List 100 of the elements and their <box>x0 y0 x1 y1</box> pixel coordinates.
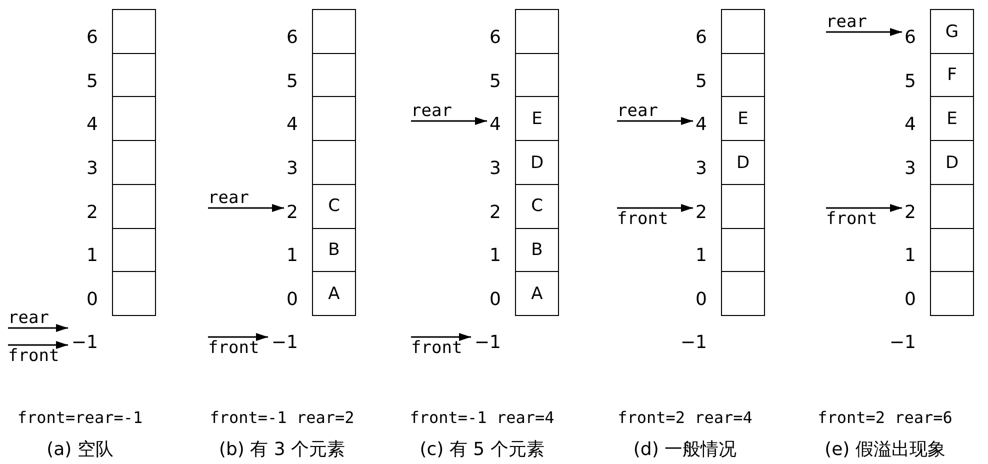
queue-cell <box>112 271 156 316</box>
index-number: 6 <box>696 26 707 49</box>
queue-cell: A <box>312 271 356 316</box>
queue-cell: D <box>930 140 974 186</box>
queue-cell: E <box>515 96 559 142</box>
queue-cell <box>721 271 765 316</box>
queue-cell <box>112 9 156 54</box>
arrow <box>208 333 268 341</box>
index-number: −1 <box>474 325 501 361</box>
queue-cell: B <box>312 228 356 273</box>
arrow <box>8 324 68 332</box>
index-number: 4 <box>904 114 916 136</box>
queue-cell <box>112 96 156 142</box>
queue-cell: E <box>721 96 765 142</box>
arrow <box>8 341 68 349</box>
caption: (e) 假溢出现象 <box>824 439 946 461</box>
index-number: 3 <box>490 158 501 180</box>
index-number: 1 <box>904 245 916 268</box>
queue-cell <box>930 228 974 273</box>
index-number: 2 <box>490 202 501 224</box>
queue-cell: C <box>515 184 559 229</box>
queue-cell <box>721 52 765 98</box>
pointer-label: front <box>617 209 668 229</box>
state-text: front=2 rear=6 <box>816 407 954 429</box>
caption: (c) 有 5 个元素 <box>418 439 546 461</box>
arrow <box>617 204 693 212</box>
index-number: 1 <box>86 245 98 268</box>
index-number: −1 <box>889 325 916 361</box>
index-number: 0 <box>696 289 707 312</box>
index-number: 6 <box>490 26 501 49</box>
index-number: 1 <box>696 245 707 268</box>
queue-cell <box>112 52 156 98</box>
index-number: 2 <box>86 202 98 224</box>
index-number: 5 <box>286 70 298 93</box>
index-number: 3 <box>904 158 916 180</box>
index-number: 6 <box>904 26 916 49</box>
queue-cell <box>312 96 356 142</box>
queue-cell <box>930 271 974 316</box>
queue-cell <box>721 228 765 273</box>
pointer-label: rear <box>826 12 867 32</box>
queue-cell: D <box>515 140 559 186</box>
index-number: 1 <box>286 245 298 268</box>
index-number: 5 <box>904 70 916 93</box>
index-number: 4 <box>490 114 501 136</box>
pointer-label: rear <box>617 101 658 121</box>
index-number: 3 <box>696 158 707 180</box>
arrow <box>617 117 693 125</box>
pointer-label: front <box>826 209 878 229</box>
queue-cell <box>312 52 356 98</box>
pointer-label: front <box>8 346 60 366</box>
index-number: 2 <box>904 202 916 224</box>
pointer-label: front <box>208 338 260 358</box>
arrow <box>208 204 284 212</box>
index-number: 0 <box>904 289 916 312</box>
index-number: −1 <box>271 325 298 361</box>
state-text: front=-1 rear=2 <box>208 407 356 429</box>
arrow <box>826 204 902 212</box>
queue-cell <box>721 9 765 54</box>
state-text: front=2 rear=4 <box>616 407 754 429</box>
index-number: 3 <box>86 158 98 180</box>
pointer-label: rear <box>208 188 249 208</box>
index-number: 0 <box>86 289 98 312</box>
index-number: 0 <box>286 289 298 312</box>
queue-cell <box>721 184 765 229</box>
index-number: 5 <box>86 70 98 93</box>
queue-cell: C <box>312 184 356 229</box>
queue-cell <box>930 184 974 229</box>
arrow <box>411 117 487 125</box>
queue-cell: A <box>515 271 559 316</box>
index-number: −1 <box>680 325 707 361</box>
index-number: 5 <box>696 70 707 93</box>
index-number: −1 <box>71 325 98 361</box>
arrow <box>826 28 902 36</box>
queue-cell <box>112 184 156 229</box>
arrow <box>411 333 471 341</box>
index-number: 0 <box>490 289 501 312</box>
index-number: 2 <box>286 202 298 224</box>
queue-cell <box>112 140 156 186</box>
queue-cell <box>515 9 559 54</box>
index-number: 4 <box>696 114 707 136</box>
caption: (a) 空队 <box>46 439 114 461</box>
queue-cell <box>312 140 356 186</box>
queue-cell: B <box>515 228 559 273</box>
state-text: front=rear=-1 <box>16 407 144 429</box>
pointer-label: rear <box>8 308 49 328</box>
index-number: 4 <box>86 114 98 136</box>
queue-cell <box>515 52 559 98</box>
pointer-label: rear <box>411 101 452 121</box>
index-number: 3 <box>286 158 298 180</box>
index-number: 6 <box>286 26 298 49</box>
queue-cell: F <box>930 52 974 98</box>
index-number: 6 <box>86 26 98 49</box>
queue-cell: D <box>721 140 765 186</box>
index-number: 5 <box>490 70 501 93</box>
state-text: front=-1 rear=4 <box>408 407 556 429</box>
caption: (d) 一般情况 <box>632 439 738 461</box>
queue-cell <box>112 228 156 273</box>
index-number: 4 <box>286 114 298 136</box>
index-number: 2 <box>696 202 707 224</box>
queue-cell <box>312 9 356 54</box>
